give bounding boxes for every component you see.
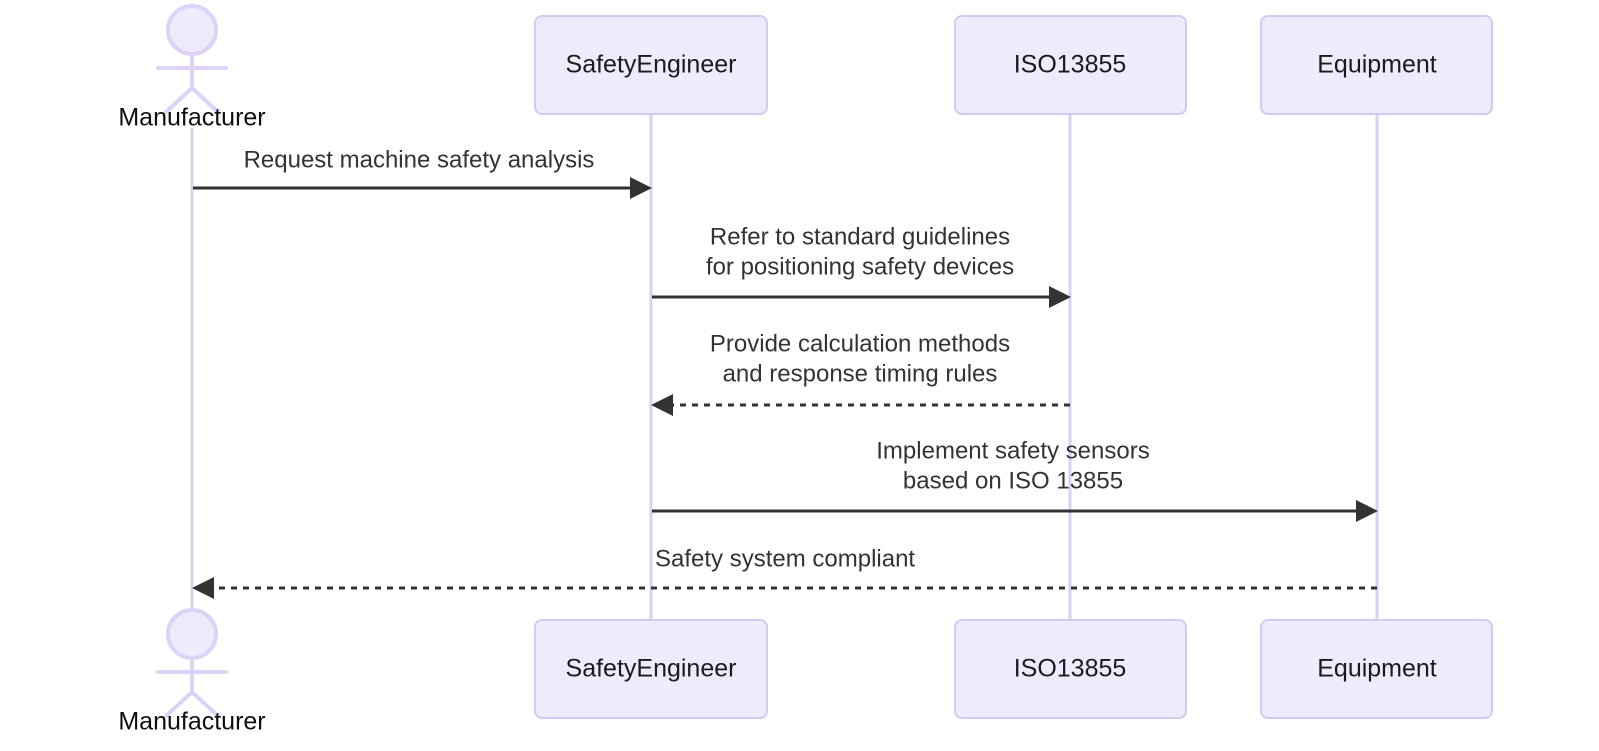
participant-boxes-top: SafetyEngineer ISO13855 Equipment <box>534 15 1493 115</box>
message-1-arrowhead-icon <box>630 177 652 199</box>
message-3-provide-calculation-methods[interactable]: Provide calculation methods and response… <box>651 330 1070 416</box>
participant-box-rect <box>954 619 1187 719</box>
actor-manufacturer-bottom[interactable]: Manufacturer <box>118 608 266 736</box>
actor-leg-left-icon <box>164 86 194 114</box>
participant-box-safetyengineer-bottom[interactable]: SafetyEngineer <box>534 619 768 719</box>
message-5-safety-system-compliant[interactable]: Safety system compliant <box>192 545 1377 599</box>
message-1-request-machine-safety-analysis[interactable]: Request machine safety analysis <box>193 146 652 199</box>
message-4-arrowhead-icon <box>1356 500 1378 522</box>
participant-label-iso13855-bottom: ISO13855 <box>1014 655 1127 683</box>
message-3-label-line-1: Provide calculation methods <box>710 330 1010 357</box>
message-1-label-line-1: Request machine safety analysis <box>244 146 595 173</box>
message-2-label-line-2: for positioning safety devices <box>706 253 1014 280</box>
participant-box-iso13855-top[interactable]: ISO13855 <box>954 15 1187 115</box>
message-3-arrowhead-icon <box>651 394 673 416</box>
message-4-implement-safety-sensors[interactable]: Implement safety sensors based on ISO 13… <box>652 437 1378 522</box>
message-5-label-line-1: Safety system compliant <box>655 545 915 572</box>
message-4-label-line-1: Implement safety sensors <box>876 437 1149 464</box>
actor-manufacturer-top[interactable]: Manufacturer <box>118 4 266 132</box>
participant-box-safetyengineer-top[interactable]: SafetyEngineer <box>534 15 768 115</box>
actor-label-manufacturer-top: Manufacturer <box>118 104 265 132</box>
participant-box-rect <box>534 15 768 115</box>
actor-leg-right-icon <box>190 690 220 718</box>
participant-label-equipment-top: Equipment <box>1317 51 1437 79</box>
actor-label-manufacturer-bottom: Manufacturer <box>118 708 265 736</box>
participant-label-equipment-bottom: Equipment <box>1317 655 1437 683</box>
actor-head-icon <box>166 608 218 660</box>
message-2-arrowhead-icon <box>1049 286 1071 308</box>
participant-label-safetyengineer-bottom: SafetyEngineer <box>566 655 737 683</box>
actor-head-icon <box>166 4 218 56</box>
participant-box-rect <box>1260 619 1493 719</box>
participant-label-safetyengineer-top: SafetyEngineer <box>566 51 737 79</box>
participant-label-iso13855-top: ISO13855 <box>1014 51 1127 79</box>
lifelines-group <box>190 114 1379 632</box>
participant-box-rect <box>954 15 1187 115</box>
message-2-label-line-1: Refer to standard guidelines <box>710 223 1010 250</box>
actor-leg-left-icon <box>164 690 194 718</box>
participant-box-rect <box>534 619 768 719</box>
participant-box-equipment-bottom[interactable]: Equipment <box>1260 619 1493 719</box>
participant-box-equipment-top[interactable]: Equipment <box>1260 15 1493 115</box>
actor-leg-right-icon <box>190 86 220 114</box>
message-2-refer-to-standard-guidelines[interactable]: Refer to standard guidelines for positio… <box>652 223 1071 308</box>
participant-box-rect <box>1260 15 1493 115</box>
message-4-label-line-2: based on ISO 13855 <box>903 467 1123 494</box>
message-5-arrowhead-icon <box>192 577 214 599</box>
participant-box-iso13855-bottom[interactable]: ISO13855 <box>954 619 1187 719</box>
participant-boxes-bottom: SafetyEngineer ISO13855 Equipment <box>534 619 1493 719</box>
message-3-label-line-2: and response timing rules <box>723 360 998 387</box>
